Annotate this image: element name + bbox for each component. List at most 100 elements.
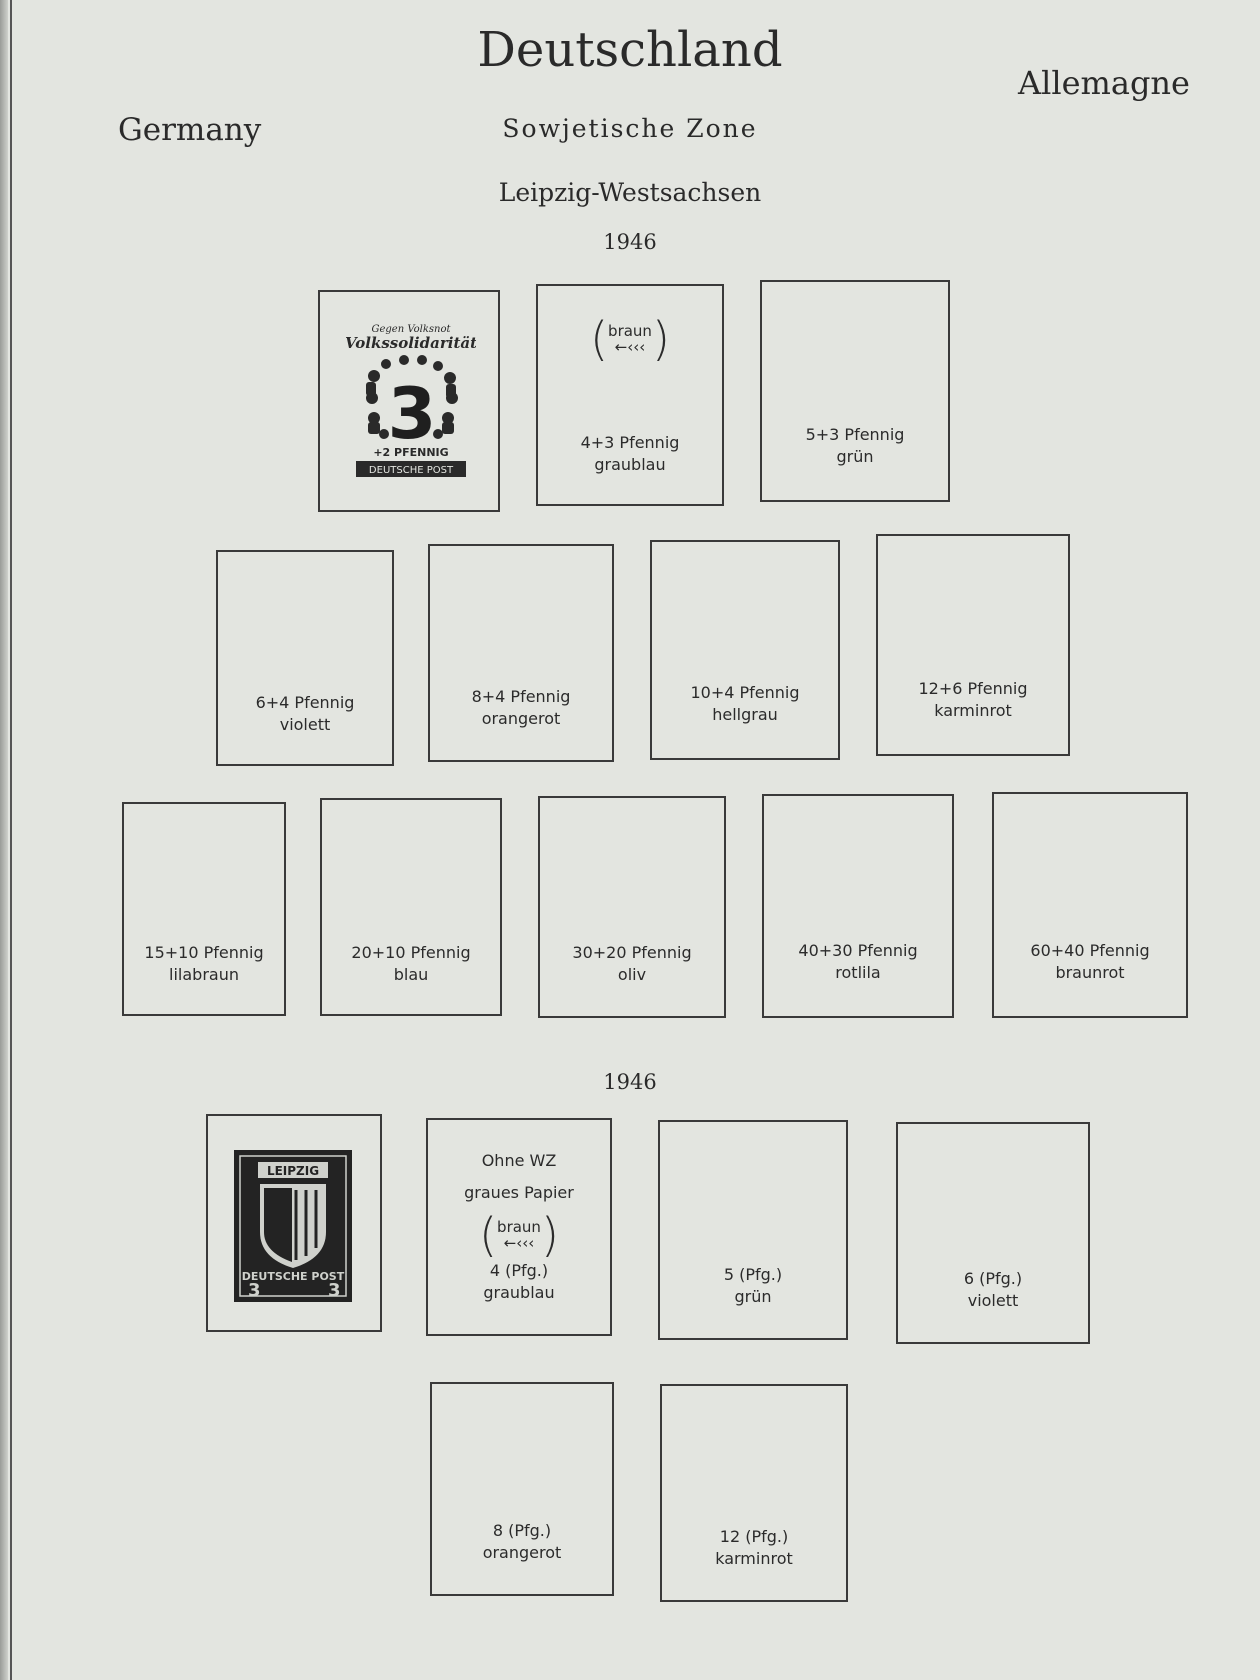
stamp-value: 6+4 Pfennig: [255, 693, 355, 712]
stamp-color: lilabraun: [169, 965, 239, 984]
stamp-box-6-pfg[interactable]: 6 (Pfg.) violett: [896, 1122, 1090, 1344]
stamp-color: violett: [279, 715, 331, 734]
stamp-label: 5+3 Pfennig grün: [762, 424, 948, 468]
stamp-label: 20+10 Pfennig blau: [322, 942, 500, 986]
stamp-label: 6 (Pfg.) violett: [898, 1268, 1088, 1312]
stamp-color: braunrot: [1055, 963, 1125, 982]
stamp-value: 8+4 Pfennig: [471, 687, 571, 706]
stamp-bottom-text: DEUTSCHE POST: [369, 465, 454, 476]
people-wreath-icon: [366, 355, 458, 439]
stamp-box-12-6-pfennig[interactable]: 12+6 Pfennig karminrot: [876, 534, 1070, 756]
stamp-label: 8+4 Pfennig orangerot: [430, 686, 612, 730]
volkssolidaritaet-stamp-image: Gegen Volksnot Volkssolidarität 3 +2 PFE…: [346, 324, 476, 477]
stamp-box-8-pfg[interactable]: 8 (Pfg.) orangerot: [430, 1382, 614, 1596]
watermark-direction-marker: (braun←‹‹‹): [428, 1212, 610, 1258]
stamp-color: grün: [836, 447, 874, 466]
stamp-city-text: LEIPZIG: [267, 1164, 319, 1178]
year-heading-1: 1946: [603, 230, 657, 254]
paper-note-grey-paper: graues Papier: [464, 1183, 574, 1202]
lion-icon: [264, 1188, 292, 1262]
stamp-color: violett: [967, 1291, 1019, 1310]
stamp-box-60-40-pfennig[interactable]: 60+40 Pfennig braunrot: [992, 792, 1188, 1018]
stamp-label: 4+3 Pfennig graublau: [538, 432, 722, 476]
stripes-icon: [294, 1190, 318, 1260]
marker-label: braun: [608, 322, 652, 340]
stamp-label: 12 (Pfg.) karminrot: [662, 1526, 846, 1570]
stamp-surcharge: +2 PFENNIG: [373, 446, 448, 459]
stamp-value: 4+3 Pfennig: [580, 433, 680, 452]
paper-note-no-watermark: Ohne WZ: [481, 1151, 557, 1170]
watermark-direction-marker: (braun←‹‹‹): [538, 316, 722, 362]
zone-heading: Sowjetische Zone: [502, 114, 758, 143]
stamp-color: grün: [734, 1287, 772, 1306]
stamp-value: 5 (Pfg.): [723, 1265, 783, 1284]
stamp-box-20-10-pfennig[interactable]: 20+10 Pfennig blau: [320, 798, 502, 1016]
stamp-box-40-30-pfennig[interactable]: 40+30 Pfennig rotlila: [762, 794, 954, 1018]
stamp-color: orangerot: [482, 1543, 562, 1562]
region-heading: Leipzig-Westsachsen: [498, 178, 762, 207]
stamp-value: 5+3 Pfennig: [805, 425, 905, 444]
stamp-text-volkssolidaritaet: Volkssolidarität: [346, 334, 476, 352]
stamp-value: 8 (Pfg.): [492, 1521, 552, 1540]
bracket-left: (: [590, 312, 609, 366]
stamp-label: 6+4 Pfennig violett: [218, 692, 392, 736]
marker-label: braun: [497, 1218, 541, 1236]
stamp-box-6-4-pfennig[interactable]: 6+4 Pfennig violett: [216, 550, 394, 766]
bracket-right: ): [540, 1208, 559, 1262]
stamp-label: 40+30 Pfennig rotlila: [764, 940, 952, 984]
leipzig-arms-stamp-image: LEIPZIG DEUTSCHE POST 3 3: [234, 1150, 352, 1302]
stamp-box-leipzig-arms[interactable]: LEIPZIG DEUTSCHE POST 3 3: [206, 1114, 382, 1332]
stamp-color: graublau: [594, 455, 666, 474]
stamp-value: 20+10 Pfennig: [351, 943, 471, 962]
stamp-color: rotlila: [835, 963, 881, 982]
stamp-label: 4 (Pfg.) graublau: [428, 1260, 610, 1304]
stamp-box-30-20-pfennig[interactable]: 30+20 Pfennig oliv: [538, 796, 726, 1018]
stamp-box-8-4-pfennig[interactable]: 8+4 Pfennig orangerot: [428, 544, 614, 762]
stamp-numeral: 3: [388, 373, 437, 455]
stamp-value: 6 (Pfg.): [963, 1269, 1023, 1288]
stamp-box-15-10-pfennig[interactable]: 15+10 Pfennig lilabraun: [122, 802, 286, 1016]
stamp-color: blau: [393, 965, 429, 984]
stamp-label: 10+4 Pfennig hellgrau: [652, 682, 838, 726]
stamp-value: 4 (Pfg.): [489, 1261, 549, 1280]
page-border-line: [10, 0, 12, 1680]
stamp-label: 30+20 Pfennig oliv: [540, 942, 724, 986]
stamp-value: 12 (Pfg.): [719, 1527, 789, 1546]
stamp-color: karminrot: [934, 701, 1012, 720]
stamp-box-4-pfg[interactable]: Ohne WZ graues Papier (braun←‹‹‹) 4 (Pfg…: [426, 1118, 612, 1336]
stamp-value: 12+6 Pfennig: [918, 679, 1028, 698]
stamp-label: 60+40 Pfennig braunrot: [994, 940, 1186, 984]
stamp-label: 5 (Pfg.) grün: [660, 1264, 846, 1308]
stamp-color: karminrot: [715, 1549, 793, 1568]
country-french: Allemagne: [1018, 64, 1190, 102]
bracket-left: (: [479, 1208, 498, 1262]
stamp-value: 10+4 Pfennig: [690, 683, 800, 702]
stamp-numeral-left: 3: [248, 1280, 261, 1301]
arrow-left-icon: ←‹‹‹: [503, 1234, 535, 1252]
stamp-value: 40+30 Pfennig: [798, 941, 918, 960]
stamp-label: 15+10 Pfennig lilabraun: [124, 942, 284, 986]
stamp-bottom-text: DEUTSCHE POST: [242, 1270, 345, 1283]
stamp-color: orangerot: [481, 709, 561, 728]
stamp-color: graublau: [483, 1283, 555, 1302]
stamp-text-gegen-volksnot: Gegen Volksnot: [371, 324, 451, 335]
stamp-box-4-3-pfennig[interactable]: (braun←‹‹‹) 4+3 Pfennig graublau: [536, 284, 724, 506]
stamp-box-5-pfg[interactable]: 5 (Pfg.) grün: [658, 1120, 848, 1340]
page-title: Deutschland: [477, 22, 783, 78]
bracket-right: ): [651, 312, 670, 366]
stamp-color: oliv: [617, 965, 647, 984]
country-english: Germany: [118, 112, 262, 148]
album-page-edge: [0, 0, 8, 1680]
stamp-box-volkssolidaritaet[interactable]: Gegen Volksnot Volkssolidarität 3 +2 PFE…: [318, 290, 500, 512]
stamp-value: 60+40 Pfennig: [1030, 941, 1150, 960]
stamp-box-12-pfg[interactable]: 12 (Pfg.) karminrot: [660, 1384, 848, 1602]
stamp-box-5-3-pfennig[interactable]: 5+3 Pfennig grün: [760, 280, 950, 502]
arrow-left-icon: ←‹‹‹: [614, 338, 646, 356]
stamp-box-10-4-pfennig[interactable]: 10+4 Pfennig hellgrau: [650, 540, 840, 760]
stamp-color: hellgrau: [712, 705, 778, 724]
stamp-label: 8 (Pfg.) orangerot: [432, 1520, 612, 1564]
year-heading-2: 1946: [603, 1070, 657, 1094]
stamp-numeral-right: 3: [328, 1280, 341, 1301]
stamp-label: 12+6 Pfennig karminrot: [878, 678, 1068, 722]
stamp-value: 30+20 Pfennig: [572, 943, 692, 962]
